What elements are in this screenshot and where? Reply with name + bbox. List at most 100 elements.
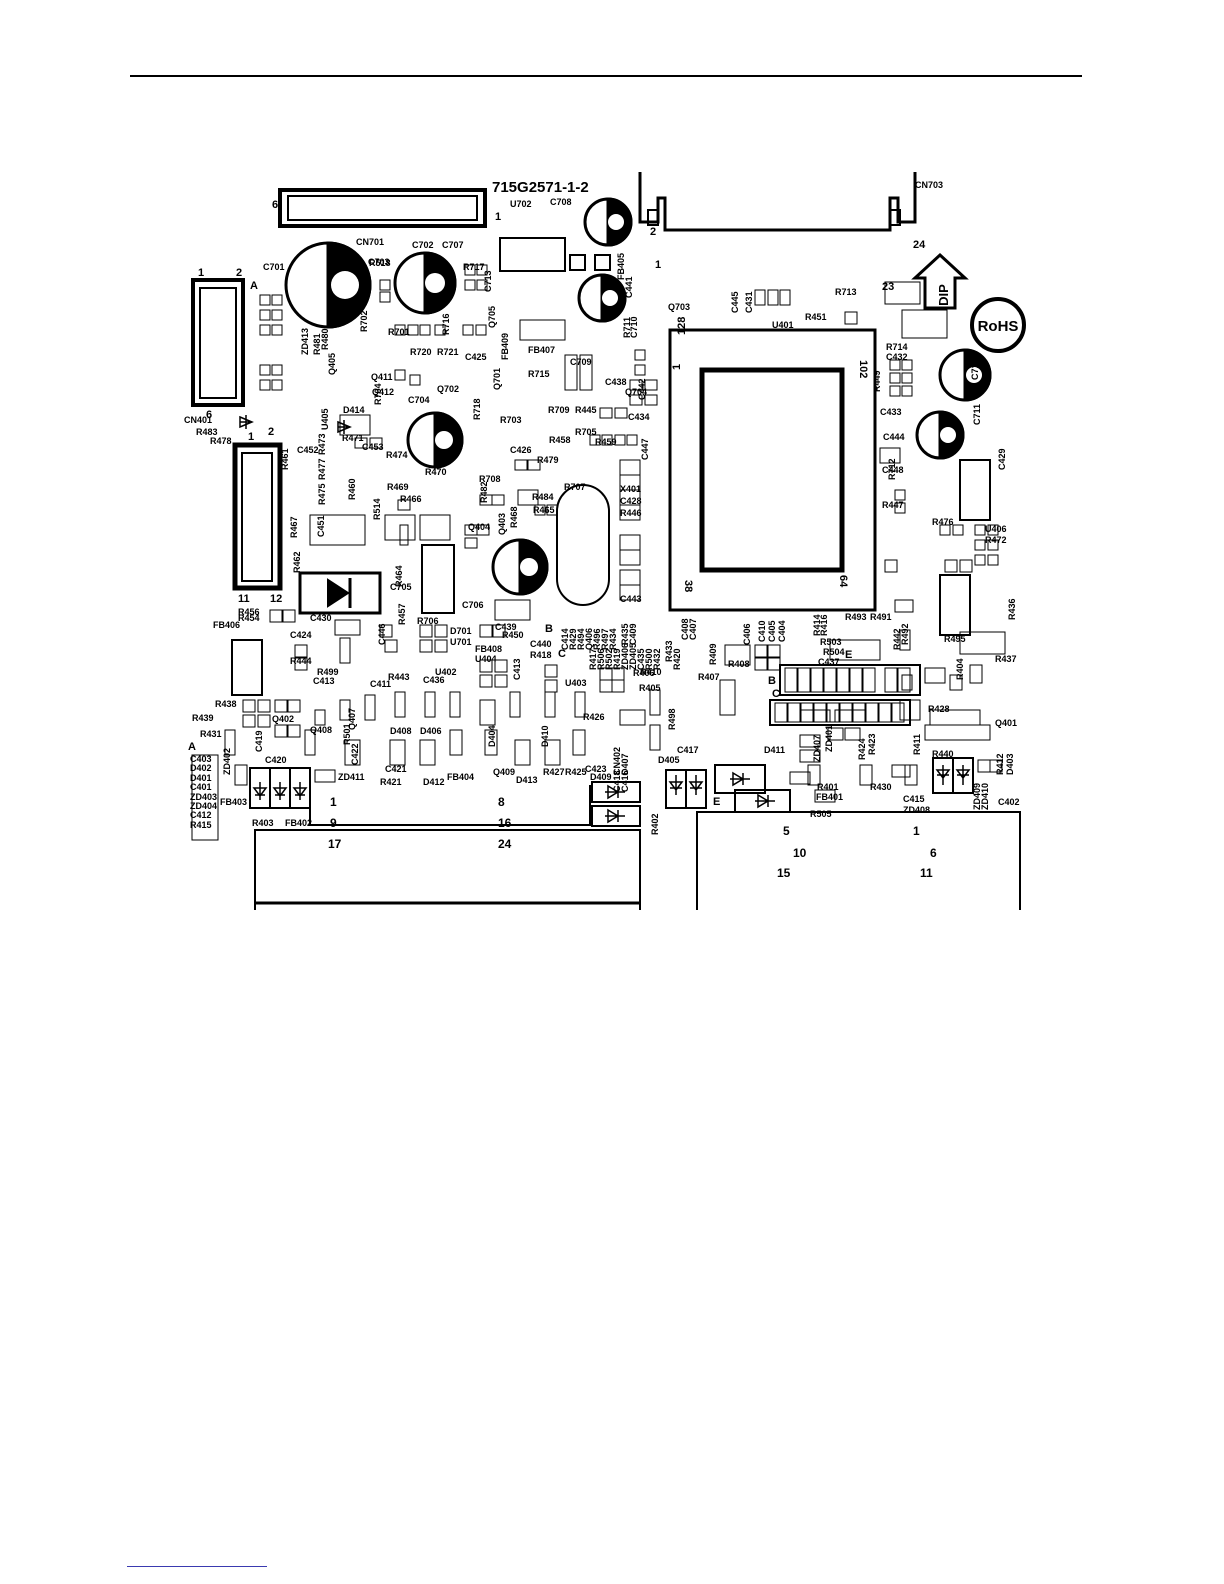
component-label: C453 — [362, 442, 384, 452]
cn401-pin: 5 — [783, 824, 790, 838]
component-label: R479 — [537, 455, 559, 465]
component-label: R465 — [533, 505, 555, 515]
component-label: FB404 — [447, 772, 474, 782]
component-label: R491 — [870, 612, 892, 622]
component-label: R408 — [728, 659, 750, 669]
marker-label: A — [188, 741, 196, 753]
pin-label: 12 — [270, 593, 282, 605]
component-label: D403 — [1005, 753, 1015, 775]
component-label: R421 — [380, 777, 402, 787]
component-label: R470 — [425, 467, 447, 477]
component-label: C409 — [628, 623, 638, 645]
component-label: R406 — [633, 668, 655, 678]
component-label: R438 — [215, 699, 237, 709]
component-label: C430 — [310, 613, 332, 623]
component-label: D404 — [487, 725, 497, 747]
component-label: Q701 — [492, 368, 502, 390]
component-label: Q409 — [493, 767, 515, 777]
component-label: R427 — [543, 767, 565, 777]
component-label: R426 — [583, 712, 605, 722]
component-label: U406 — [985, 524, 1007, 534]
component-label: C446 — [377, 623, 387, 645]
component-label: CN701 — [356, 237, 384, 247]
component-label: Q411 — [371, 372, 393, 382]
component-label: R478 — [210, 436, 232, 446]
pin-label: 1 — [495, 211, 501, 223]
component-label: R459 — [595, 437, 617, 447]
component-label: D412 — [423, 777, 445, 787]
marker-label: C — [772, 688, 780, 700]
component-label: U702 — [510, 199, 532, 209]
component-label: R417 — [588, 648, 598, 670]
component-label: C443 — [620, 594, 642, 604]
component-label: R458 — [549, 435, 571, 445]
component-label: C706 — [462, 600, 484, 610]
component-label: R720 — [410, 347, 432, 357]
component-label: C404 — [777, 620, 787, 642]
pin-label: 23 — [882, 281, 894, 293]
component-label: C703 — [368, 257, 390, 267]
component-label: R429 — [568, 628, 578, 650]
component-label: R442 — [892, 628, 902, 650]
pin-label: 6 — [272, 199, 278, 211]
component-label: R502 — [604, 648, 614, 670]
component-label: R428 — [928, 704, 950, 714]
component-label: Q705 — [487, 306, 497, 328]
component-label: U701 — [450, 637, 472, 647]
component-label: U404 — [475, 654, 497, 664]
component-label: R464 — [394, 565, 404, 587]
component-label: C713 — [483, 270, 493, 292]
component-label: Q412 — [372, 387, 394, 397]
component-label: R414 — [812, 614, 822, 636]
component-label: R405 — [639, 683, 661, 693]
marker-label: A — [250, 280, 258, 292]
component-label: R705 — [575, 427, 597, 437]
pin-label: 1 — [671, 364, 683, 370]
component-label: R476 — [932, 517, 954, 527]
component-label: D413 — [516, 775, 538, 785]
component-label: R496 — [592, 628, 602, 650]
component-label: R420 — [672, 648, 682, 670]
component-label: R506 — [596, 648, 606, 670]
component-label: C401 — [190, 782, 212, 792]
component-label: D409 — [590, 772, 612, 782]
cn402-pin: 17 — [328, 837, 342, 851]
component-label: D411 — [764, 745, 785, 755]
component-label: Q403 — [497, 513, 507, 535]
component-label: R419 — [612, 648, 622, 670]
component-label: R451 — [805, 312, 827, 322]
component-label: R716 — [441, 313, 451, 335]
component-label: R500 — [644, 648, 654, 670]
cn402-pin: 16 — [498, 816, 512, 830]
component-label: C451 — [316, 515, 326, 537]
component-label: R518 — [369, 258, 391, 268]
marker-label: E — [845, 649, 852, 661]
pin-label: 2 — [650, 226, 656, 238]
component-label: R468 — [509, 506, 519, 528]
component-label: C412 — [190, 810, 212, 820]
component-label: ZD413 — [300, 328, 310, 355]
component-label: R707 — [564, 482, 586, 492]
component-label: D405 — [658, 755, 680, 765]
component-label: FB402 — [285, 818, 312, 828]
pin-label: 1 — [248, 431, 254, 443]
component-label: CN401 — [184, 415, 212, 425]
component-label: R514 — [372, 498, 382, 520]
component-label: D410 — [540, 725, 550, 747]
component-label: C407 — [688, 618, 698, 640]
component-label: C437 — [818, 657, 840, 667]
component-label: C418 — [612, 770, 622, 792]
component-label: R401 — [817, 782, 839, 792]
cn402-pin: 24 — [498, 837, 512, 851]
component-label: C431 — [744, 291, 754, 313]
component-label: R435 — [620, 623, 630, 645]
component-label: ZD411 — [338, 772, 365, 782]
component-label: R402 — [650, 813, 660, 835]
component-label: R461 — [280, 448, 290, 470]
component-label: FB409 — [500, 333, 510, 360]
component-label: C426 — [510, 445, 532, 455]
cn401-pin: 1 — [913, 824, 920, 838]
component-label: C413 — [512, 658, 522, 680]
component-label: C709 — [570, 357, 592, 367]
